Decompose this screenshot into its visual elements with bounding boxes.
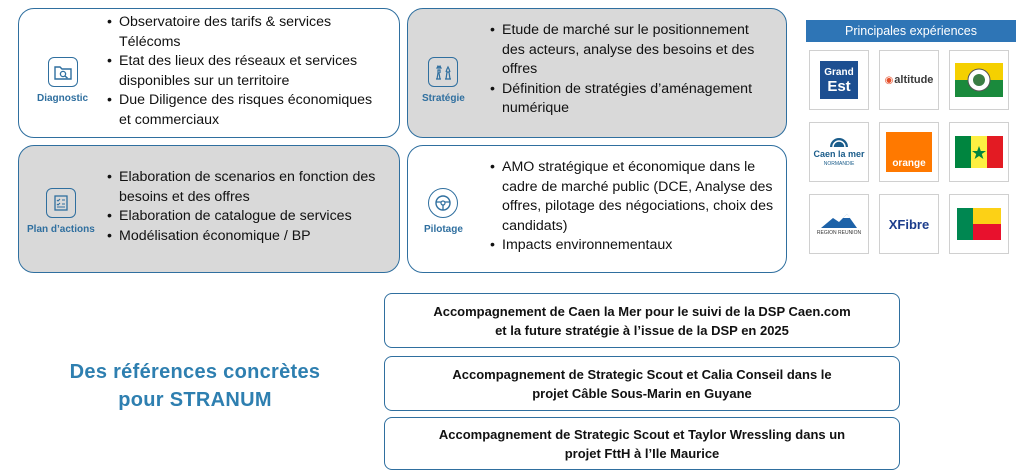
logo-altitude-text: altitude [894,74,934,86]
references-title-line2: pour STRANUM [118,389,272,411]
plan-icon-group: Plan d’actions [27,188,95,235]
references-title: Des références concrètes pour STRANUM [30,358,360,414]
logo-grand-est: Grand Est [809,50,869,110]
pilotage-bullets: AMO stratégique et économique dans le ca… [490,158,780,256]
diagnostic-label: Diagnostic [37,93,89,104]
diagnostic-icon-group: Diagnostic [37,57,88,104]
checklist-icon [45,188,76,218]
chess-icon [428,57,459,87]
reference-line: Accompagnement de Strategic Scout et Cal… [452,366,832,382]
reference-box-maurice: Accompagnement de Strategic Scout et Tay… [384,417,900,470]
plan-label: Plan d’actions [27,224,95,235]
logo-grand-est-line2: Est [827,78,851,95]
reference-line: Accompagnement de Caen la Mer pour le su… [433,303,851,319]
list-item: AMO stratégique et économique dans le ca… [490,158,780,236]
mountain-icon [820,214,857,228]
card-diagnostic: Diagnostic Observatoire des tarifs & ser… [18,8,400,138]
list-item: Etat des lieux des réseaux et services d… [107,52,377,91]
logo-senegal-flag [949,122,1009,182]
altitude-icon: ◉ [884,74,894,86]
card-pilotage: Pilotage AMO stratégique et économique d… [407,145,787,273]
strategie-bullets: Etude de marché sur le positionnement de… [490,21,775,119]
list-item: Définition de stratégies d’aménagement n… [490,80,775,119]
caen-wave-icon [830,138,848,148]
reference-line: projet FttH à l’Ile Maurice [564,445,720,461]
logo-emblem-flag [949,50,1009,110]
folder-search-icon [47,57,78,87]
plan-bullets: Elaboration de scenarios en fonction des… [107,168,387,246]
logo-caen-line1: Caen la mer [813,149,865,159]
list-item: Impacts environnementaux [490,236,780,256]
list-item: Modélisation économique / BP [107,227,387,247]
list-item: Elaboration de catalogue de services [107,207,387,227]
logo-altitude: ◉ altitude [879,50,939,110]
logo-caen-la-mer: Caen la mer NORMANDIE [809,122,869,182]
logo-region-reunion: REGION REUNION [809,194,869,254]
diagnostic-bullets: Observatoire des tarifs & services Téléc… [107,13,377,130]
list-item: Observatoire des tarifs & services Téléc… [107,13,377,52]
logo-xfibre: XFibre [879,194,939,254]
reference-box-caen: Accompagnement de Caen la Mer pour le su… [384,293,900,348]
logo-benin-flag [949,194,1009,254]
logo-caen-line2: NORMANDIE [823,161,855,167]
pilotage-label: Pilotage [424,224,463,235]
reference-line: projet Câble Sous-Marin en Guyane [532,385,752,401]
logo-orange: orange [879,122,939,182]
card-plan-actions: Plan d’actions Elaboration de scenarios … [18,145,400,273]
logo-xfibre-text: XFibre [888,216,930,232]
experiences-title: Principales expériences [806,20,1016,42]
list-item: Due Diligence des risques économiques et… [107,91,377,130]
card-strategie: Stratégie Etude de marché sur le positio… [407,8,787,138]
list-item: Elaboration de scenarios en fonction des… [107,168,387,207]
reference-line: et la future stratégie à l’issue de la D… [495,322,789,338]
reference-box-guyane: Accompagnement de Strategic Scout et Cal… [384,356,900,411]
logo-orange-text: orange [892,158,926,169]
strategie-icon-group: Stratégie [422,57,465,104]
strategie-label: Stratégie [422,93,465,104]
list-item: Etude de marché sur le positionnement de… [490,21,775,80]
logo-grand-est-line1: Grand [824,67,854,78]
steering-wheel-icon [428,188,459,218]
logo-region-reunion-text: REGION REUNION [816,230,862,236]
references-title-line1: Des références concrètes [69,361,321,383]
pilotage-icon-group: Pilotage [424,188,463,235]
reference-line: Accompagnement de Strategic Scout et Tay… [438,426,846,442]
